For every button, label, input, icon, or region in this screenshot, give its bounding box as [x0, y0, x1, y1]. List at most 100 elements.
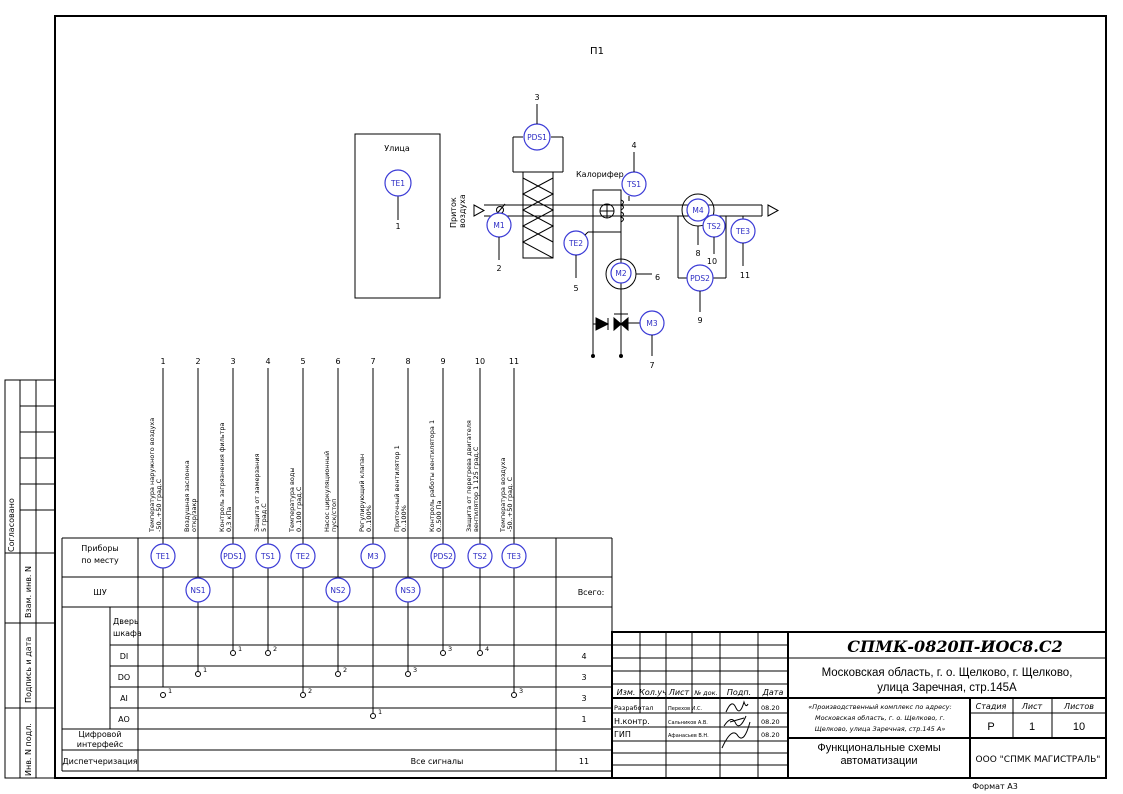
local-tag-m3: M3 — [367, 552, 378, 561]
column-range: пуск/стоп — [330, 499, 338, 532]
svg-text:TS1: TS1 — [626, 180, 641, 189]
svg-text:TS2: TS2 — [706, 222, 721, 231]
column-description: Регулирующий клапан — [358, 454, 366, 532]
local-tag-ts1: TS1 — [260, 552, 275, 561]
column-number: 2 — [195, 357, 200, 366]
svg-text:шкафа: шкафа — [113, 629, 142, 638]
total-ai: 3 — [581, 694, 586, 703]
column-description: Контроль загрязнения фильтра — [218, 422, 226, 532]
svg-text:Дата: Дата — [762, 688, 784, 697]
svg-text:Московская область, г. о. Щелк: Московская область, г. о. Щелково, г. — [815, 714, 945, 722]
row-digital-label: Цифровой — [78, 730, 121, 739]
column-description: Защита от перегрева двигателя — [465, 420, 473, 532]
row-ao-label: AO — [118, 715, 130, 724]
side-stamp: Согласовано Взам. инв. N Подпись и дата … — [4, 379, 56, 779]
svg-text:интерфейс: интерфейс — [77, 740, 123, 749]
total-ao: 1 — [581, 715, 586, 724]
column-description: Контроль работы вентилятора 1 — [428, 420, 436, 532]
address-line-1: Московская область, г. о. Щелково, г. Ще… — [822, 667, 1073, 679]
svg-text:10: 10 — [707, 257, 717, 266]
column-description: Защита от замерзания — [253, 453, 261, 532]
svg-text:2: 2 — [343, 666, 347, 674]
role-gip: ГИП — [614, 730, 631, 739]
sheet-value: 1 — [1029, 721, 1035, 733]
svg-text:Щелково, улица Заречная, стр.1: Щелково, улица Заречная, стр.145 А» — [815, 725, 946, 733]
column-number: 11 — [509, 357, 519, 366]
fan-motor-m4 — [686, 198, 710, 222]
shu-tag-ns1: NS1 — [190, 586, 205, 595]
column-number: 1 — [160, 357, 165, 366]
column-number: 4 — [265, 357, 270, 366]
shu-tag-ns2: NS2 — [330, 586, 345, 595]
column-description: Приточный вентилятор 1 — [393, 445, 401, 532]
sheets-value: 10 — [1073, 721, 1085, 733]
svg-text:M4: M4 — [692, 206, 703, 215]
svg-text:PDS1: PDS1 — [527, 133, 547, 142]
company-name: ООО "СПМК МАГИСТРАЛЬ" — [976, 755, 1101, 765]
all-signals-label: Все сигналы — [411, 757, 464, 766]
svg-text:«Производственный комплекс по: «Производственный комплекс по адресу: — [808, 703, 951, 711]
column-description: Воздушная заслонка — [183, 460, 191, 532]
intake-label: Приток — [449, 197, 458, 228]
svg-text:1: 1 — [238, 645, 242, 653]
svg-text:Стадия: Стадия — [976, 702, 1007, 711]
column-number: 8 — [405, 357, 410, 366]
svg-text:PDS2: PDS2 — [690, 274, 710, 283]
column-lines — [162, 368, 515, 713]
column-range: 5 град.С — [260, 503, 268, 532]
column-range: откр/закр — [190, 499, 198, 533]
duct-outlet-arrow — [767, 204, 780, 217]
svg-text:7: 7 — [649, 361, 654, 370]
local-tag-te2: TE2 — [295, 552, 310, 561]
shu-tags: NS1 NS2 NS3 — [185, 577, 421, 603]
row-di-label: DI — [120, 652, 129, 661]
column-range: 0..500 Па — [435, 500, 443, 532]
local-tags: TE1 PDS1 TS1 TE2 M3 PDS2 TS2 TE3 — [150, 543, 527, 569]
column-range: -50..+50 град.С — [155, 478, 163, 532]
stamp-replace-inv: Взам. инв. N — [24, 566, 33, 618]
stamp-signature-date: Подпись и дата — [24, 637, 33, 703]
local-tag-te3: TE3 — [506, 552, 521, 561]
svg-text:1: 1 — [378, 708, 382, 716]
svg-text:M2: M2 — [615, 269, 626, 278]
svg-text:Кол.уч: Кол.уч — [639, 688, 667, 697]
row-door-label: Дверь — [113, 617, 139, 626]
svg-text:8: 8 — [695, 249, 700, 258]
role-developer: Разработал — [614, 704, 653, 712]
column-description: Температура наружного воздуха — [148, 418, 156, 533]
svg-text:1: 1 — [168, 687, 172, 695]
street-box — [354, 133, 441, 299]
row-local-label: Приборы — [81, 544, 119, 553]
svg-text:6: 6 — [655, 273, 660, 282]
address-line-2: улица Заречная, стр.145А — [877, 682, 1017, 694]
svg-text:Сальников А.В.: Сальников А.В. — [668, 720, 708, 726]
control-valve — [613, 316, 622, 332]
svg-text:Листов: Листов — [1063, 702, 1094, 711]
document-code: СПМК-0820П-ИОС8.С2 — [847, 637, 1062, 656]
svg-text:08.20: 08.20 — [761, 718, 780, 726]
sensor-te1-street — [384, 169, 412, 197]
check-valve — [595, 317, 610, 331]
column-number: 10 — [475, 357, 485, 366]
signature-gip — [721, 721, 751, 749]
column-description: Насос циркуляционный — [323, 451, 331, 532]
svg-text:M1: M1 — [493, 221, 504, 230]
column-range: 0..100% — [365, 505, 373, 532]
svg-text:1: 1 — [203, 666, 207, 674]
column-range: 0..100 град.С — [295, 486, 303, 532]
doc-title-1: Функциональные схемы — [817, 742, 940, 754]
svg-text:9: 9 — [697, 316, 702, 325]
signal-terminals: 1 2 3 4 1 2 3 1 2 3 1 — [160, 645, 523, 719]
sheet-frame — [54, 15, 1107, 779]
street-label: Улица — [384, 144, 410, 153]
signature-norm-control — [723, 715, 747, 727]
svg-text:4: 4 — [631, 141, 636, 150]
svg-text:TE2: TE2 — [568, 239, 583, 248]
svg-text:3: 3 — [534, 93, 539, 102]
svg-text:Лист: Лист — [668, 688, 690, 697]
svg-text:2: 2 — [273, 645, 277, 653]
sheet-label: П1 — [590, 46, 604, 57]
stage-value: Р — [987, 721, 994, 733]
row-shu-label: ШУ — [93, 588, 107, 597]
svg-text:11: 11 — [740, 271, 750, 280]
